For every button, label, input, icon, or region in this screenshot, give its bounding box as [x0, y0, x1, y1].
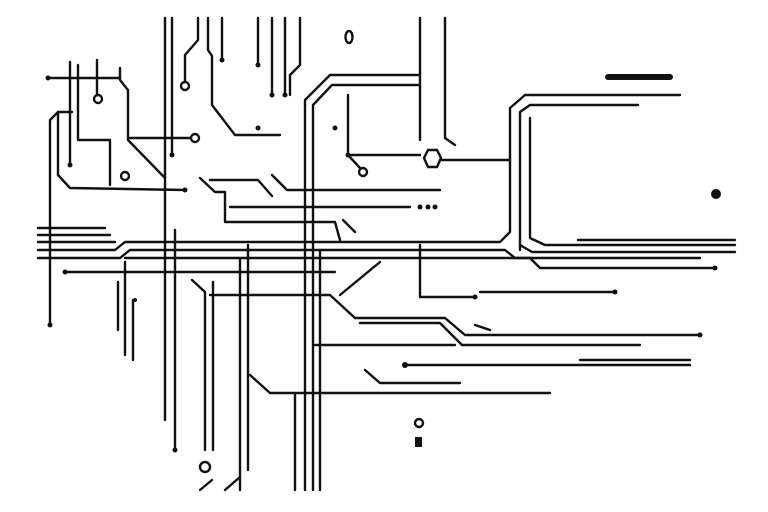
pad-ring	[357, 166, 369, 178]
circuit-trace	[303, 73, 422, 492]
via-dot	[182, 187, 188, 193]
via-dot	[45, 75, 51, 81]
pad-ring	[189, 132, 201, 144]
circuit-trace	[36, 93, 682, 252]
via-dot	[47, 322, 53, 328]
via-dot	[67, 162, 73, 168]
via-dot	[62, 269, 68, 275]
via-dot	[425, 204, 431, 210]
circuit-trace	[473, 323, 492, 332]
via-dot	[417, 204, 423, 210]
via-dot	[219, 57, 225, 63]
circuit-trace	[341, 218, 357, 234]
via-dot	[269, 92, 275, 98]
circuit-trace	[518, 243, 737, 254]
trace-group	[36, 16, 737, 492]
via-dot	[255, 125, 261, 131]
via-dot	[332, 125, 338, 131]
via-dot	[169, 152, 175, 158]
via-dot	[133, 298, 137, 302]
circuit-trace	[311, 83, 422, 492]
circuit-trace	[346, 93, 362, 170]
via-dot	[472, 294, 478, 300]
circuit-trace	[338, 260, 382, 297]
circuit-trace	[76, 63, 112, 187]
pad-ring	[179, 80, 191, 92]
circuit-trace	[270, 173, 442, 192]
circuit-trace	[56, 110, 187, 192]
circuit-trace	[223, 475, 242, 492]
pad-ring	[119, 170, 131, 182]
via-dot	[712, 265, 718, 271]
circuit-trace	[363, 368, 462, 385]
circuit-trace	[443, 16, 457, 147]
oval-pad	[344, 29, 354, 45]
circuit-trace	[206, 16, 282, 137]
circuit-trace	[248, 373, 552, 395]
circuit-trace	[528, 116, 737, 247]
circuit-trace	[183, 16, 200, 84]
pad-ring	[413, 417, 425, 429]
circuit-trace	[198, 478, 214, 492]
circuit-trace	[208, 178, 274, 198]
via-dot	[172, 447, 178, 453]
square-pad	[415, 437, 422, 447]
circuit-trace	[190, 278, 207, 452]
circuit-trace	[418, 243, 477, 299]
via-dot	[402, 362, 408, 368]
circuit-trace	[518, 103, 640, 252]
pad-ring	[198, 460, 212, 474]
circuit-trace	[198, 176, 342, 242]
via-dot	[255, 62, 261, 68]
via-dot	[697, 332, 703, 338]
hexagon-pad	[422, 148, 443, 169]
pad-ring	[92, 93, 104, 105]
via-dot	[432, 204, 438, 210]
circuit-trace	[36, 248, 717, 270]
via-dot	[711, 189, 721, 199]
via-dot	[612, 289, 618, 295]
via-dot	[345, 152, 351, 158]
circuit-trace	[48, 110, 74, 327]
pad-group	[45, 29, 721, 474]
circuit-trace	[358, 321, 642, 347]
via-dot	[282, 92, 288, 98]
circuit-trace	[118, 66, 167, 180]
circuit-trace	[288, 16, 302, 97]
circuit-trace	[208, 293, 702, 337]
